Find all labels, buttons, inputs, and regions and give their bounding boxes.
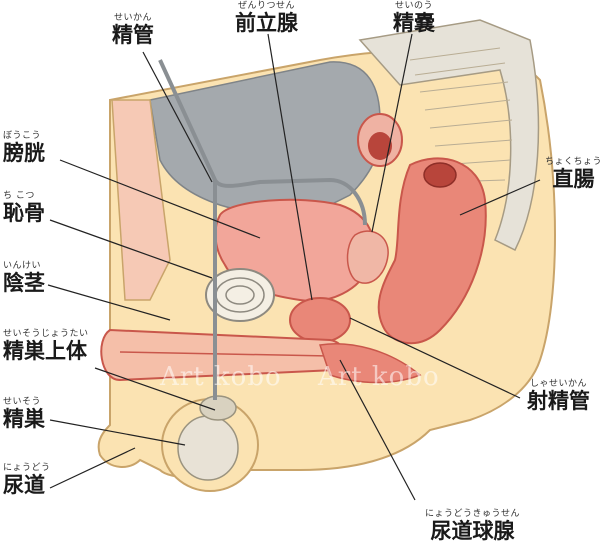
pubic-bone: [205, 268, 275, 322]
vas-deferens: [158, 59, 367, 400]
prostate: [289, 297, 351, 343]
label-pubic-bone: ち こつ 恥骨: [3, 191, 45, 225]
label-seminal-vesicle: せいのう 精嚢: [393, 1, 435, 35]
label-bladder: ぼうこう 膀胱: [3, 131, 45, 165]
spine: [358, 19, 540, 252]
rectum: [377, 157, 487, 345]
watermark-left: Art kobo: [160, 362, 282, 392]
label-penis: いんけい 陰茎: [3, 261, 45, 295]
watermark-right: Art kobo: [318, 362, 440, 392]
label-vas-deferens: せいかん 精管: [112, 13, 154, 47]
label-urethra: にょうどう 尿道: [3, 463, 51, 497]
spine-stripes: [409, 47, 513, 183]
label-bulbourethral-gland: にょうどうきゅうせん 尿道球腺: [425, 509, 521, 543]
bulbourethral: [319, 343, 422, 384]
label-testis: せいそう 精巣: [3, 397, 45, 431]
epididymis: [199, 395, 237, 421]
leader-lines: [47, 33, 541, 501]
label-prostate: ぜんりつせん 前立腺: [235, 1, 298, 35]
abdominal-wall: [111, 99, 171, 301]
testis: [177, 415, 239, 481]
label-rectum: ちょくちょう 直腸: [545, 157, 600, 191]
label-epididymis: せいそうじょうたい 精巣上体: [3, 329, 89, 363]
seminal-vesicle: [346, 230, 389, 284]
label-ejaculatory-duct: しゃせいかん 射精管: [527, 379, 590, 413]
